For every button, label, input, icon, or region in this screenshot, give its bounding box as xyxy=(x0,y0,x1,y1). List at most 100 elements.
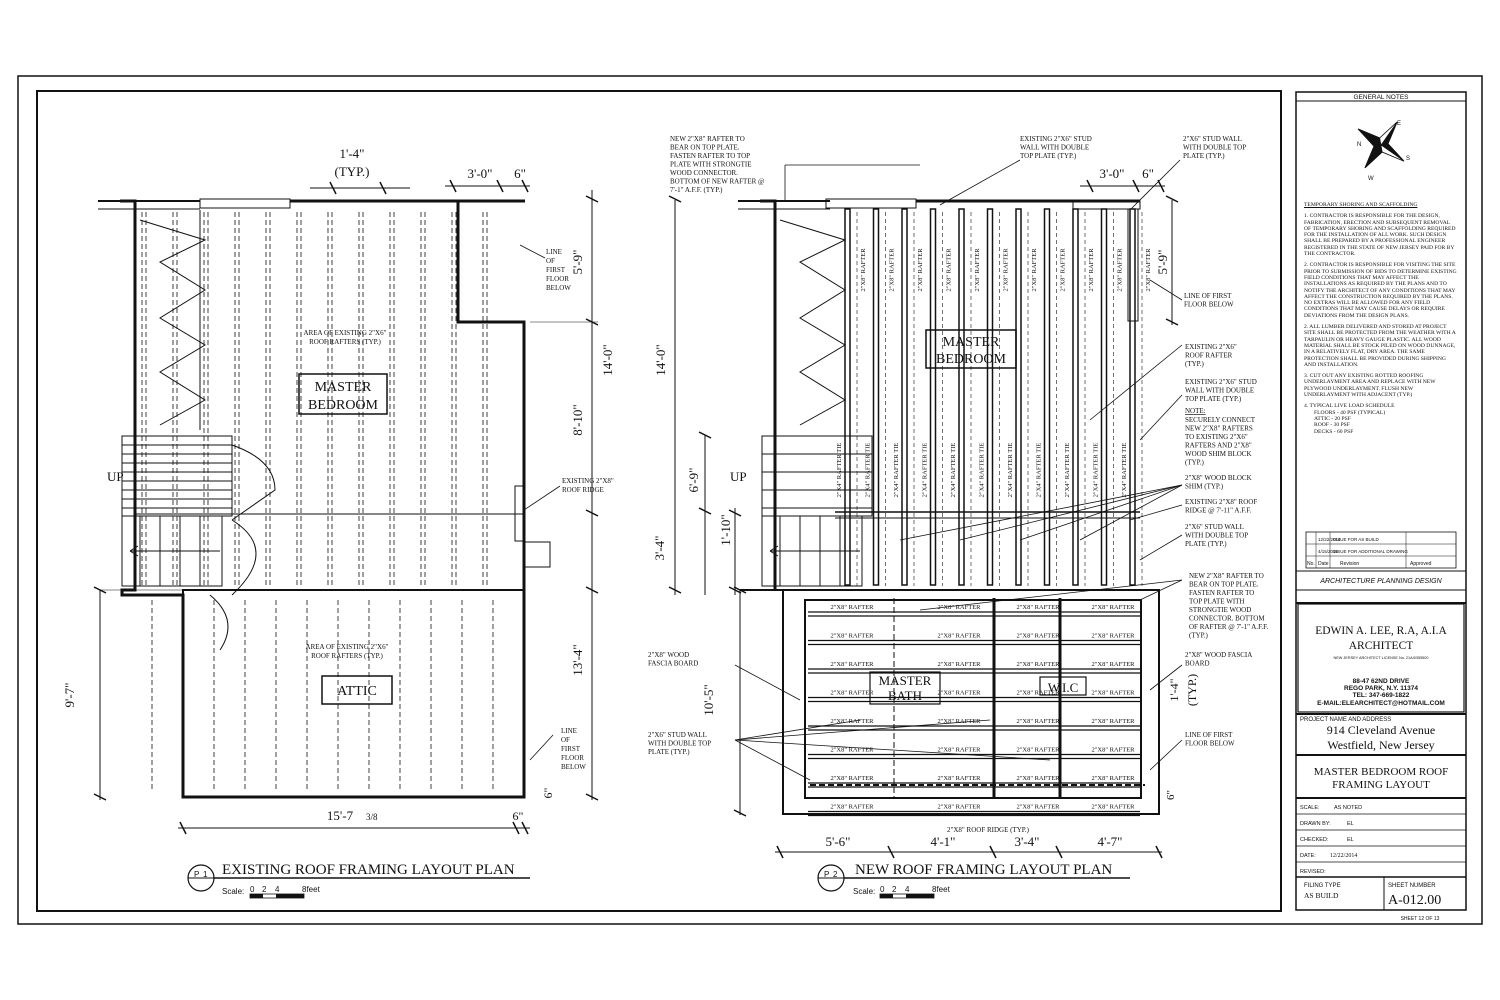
note-existing-stud-wall: EXISTING 2"X6" STUD xyxy=(1020,135,1092,143)
note-new-rafter-bear: FASTEN RAFTER TO TOP xyxy=(670,152,750,160)
ex-line-first-floor-note: LINE xyxy=(546,248,562,256)
new-rafter-label: 2"X8" RAFTER xyxy=(1091,718,1135,725)
note-securely-connect: WOOD SHIM BLOCK xyxy=(1185,450,1252,458)
note-securely-connect: (TYP.) xyxy=(1185,459,1205,467)
scale-value: AS NOTED xyxy=(1334,805,1362,811)
new-rafter-label: 2"X8" RAFTER xyxy=(1016,718,1060,725)
new-dim-bottom-2: 4'-1" xyxy=(931,834,956,849)
new-rafter-label: 2"X8" RAFTER xyxy=(1145,248,1152,292)
ex-line-first-floor-note: FLOOR xyxy=(561,754,584,762)
ex-scale-label: Scale: xyxy=(222,887,244,896)
new-rafter-label: 2"X8" RAFTER xyxy=(1016,747,1060,754)
note-new-rafter-bear: WOOD CONNECTOR. xyxy=(670,169,738,177)
new-dim-left-4: 3'-4" xyxy=(652,536,667,561)
compass-e: E xyxy=(1397,121,1401,127)
note-existing-rafter: EXISTING 2"X6" xyxy=(1185,343,1237,351)
ex-dim-typ: 1'-4" xyxy=(340,146,365,161)
note-existing-stud-wall-2: WALL WITH DOUBLE xyxy=(1185,387,1254,395)
note-existing-stud-wall: WALL WITH DOUBLE xyxy=(1020,144,1089,152)
ex-room-attic: ATTIC xyxy=(337,684,377,699)
new-plan-title: NEW ROOF FRAMING LAYOUT PLAN xyxy=(855,862,1112,878)
ex-dim-right-1: 5'-9" xyxy=(570,250,585,275)
new-dim-left-2: 6'-9" xyxy=(686,468,701,493)
filing-key: FILING TYPE xyxy=(1304,883,1341,889)
rev-head-rev: Revision xyxy=(1340,561,1359,567)
new-rafter-tie-label: 2"X4" RAFTER TIE xyxy=(979,443,986,498)
note-new-rafter-bear: NEW 2"X8" RAFTER TO xyxy=(670,135,745,143)
general-notes-title: GENERAL NOTES xyxy=(1353,94,1409,101)
ex-dim-typ-sub: (TYP.) xyxy=(334,164,369,179)
architect-license: NEW JERSEY ARCHITECT LICENSE No. 21AI035… xyxy=(1333,656,1428,660)
note-wood-shim: SHIM (TYP.) xyxy=(1185,483,1224,491)
new-rafter xyxy=(1015,208,1022,586)
note-wood-fascia: 2"X8" WOOD xyxy=(648,651,689,659)
new-rafter-label: 2"X8" RAFTER xyxy=(1016,633,1060,640)
note-new-rafter: FASTEN RAFTER TO xyxy=(1189,589,1254,597)
ex-dim-bottom-2: 6" xyxy=(513,809,524,823)
new-room-bath-1: MASTER xyxy=(879,673,932,688)
checked-value: EL xyxy=(1347,837,1354,843)
note-new-rafter-bear: BEAR ON TOP PLATE. xyxy=(670,144,740,152)
new-rafter-tie-label: 2"X4" RAFTER TIE xyxy=(1007,443,1014,498)
ex-room-master-2: BEDROOM xyxy=(308,398,379,413)
drawn-key: DRAWN BY: xyxy=(1300,821,1331,827)
note-new-rafter: STRONGTIE WOOD xyxy=(1189,606,1251,614)
note-existing-rafter: ROOF RAFTER xyxy=(1185,352,1233,360)
ex-area-note-1b: ROOF RAFTERS (TYP.) xyxy=(309,338,381,346)
new-scale-0: 0 xyxy=(880,885,885,894)
new-rafter-label: 2"X8" RAFTER xyxy=(946,248,953,292)
new-rafter-label: 2"X8" RAFTER xyxy=(1016,604,1060,611)
architect-name: EDWIN A. LEE, R.A, A.I.A xyxy=(1315,625,1447,637)
note-new-rafter: BEAR ON TOP PLATE. xyxy=(1189,581,1259,589)
note-new-rafter: CONNECTOR. BOTTOM xyxy=(1189,615,1265,623)
ex-scale-8: 8feet xyxy=(302,885,321,894)
new-rafter-label: 2"X8" RAFTER xyxy=(1091,661,1135,668)
new-rafter-label: 2"X8" RAFTER xyxy=(1031,248,1038,292)
new-dim-top-b: 6" xyxy=(1142,166,1154,181)
new-rafter-tie-label: 2"X4" RAFTER TIE xyxy=(865,443,872,498)
new-room-wic: W.I.C xyxy=(1048,680,1079,695)
new-rafter-label: 2"X8" RAFTER xyxy=(889,248,896,292)
note-existing-stud-wall-2: TOP PLATE (TYP.) xyxy=(1185,395,1242,403)
new-rafter-label: 2"X8" RAFTER xyxy=(830,604,874,611)
note-stud-wall-right: PLATE (TYP.) xyxy=(1183,152,1225,160)
new-dim-bottom-3: 3'-4" xyxy=(1015,834,1040,849)
note-stud-wall: PLATE (TYP.) xyxy=(648,748,690,756)
rev-date-1: 12/22/2014 xyxy=(1318,537,1341,542)
note-new-rafter: (TYP.) xyxy=(1189,632,1209,640)
ex-dim-right-2: 14'-0" xyxy=(600,344,615,375)
ex-plan-title: EXISTING ROOF FRAMING LAYOUT PLAN xyxy=(222,862,515,878)
new-dim-bottom-4: 4'-7" xyxy=(1098,834,1123,849)
new-rafter-tie-label: 2"X4" RAFTER TIE xyxy=(950,443,957,498)
new-rafter-label: 2"X8" RAFTER xyxy=(937,661,981,668)
sheet-number-value: A-012.00 xyxy=(1388,893,1441,908)
note-stud-wall-3: 2"X6" STUD WALL xyxy=(1185,523,1244,531)
note-securely-connect: TO EXISTING 2"X6" xyxy=(1185,433,1248,441)
note-new-rafter-bear: 7'-1" A.F.F. (TYP.) xyxy=(670,186,723,194)
new-dim-right-typ-sub: (TYP.) xyxy=(1185,674,1199,706)
new-rafter xyxy=(901,208,908,586)
ex-badge-top: P xyxy=(194,870,199,879)
new-rafter-label: 2"X8" RAFTER xyxy=(1016,775,1060,782)
ex-line-first-floor-note: BELOW xyxy=(546,284,571,292)
load-3: ROOF - 30 PSF xyxy=(1314,422,1350,429)
north-arrow-icon xyxy=(1357,121,1405,169)
ex-line-first-floor-note: OF xyxy=(561,736,570,744)
architect-address-1: 88-47 62ND DRIVE xyxy=(1353,678,1410,685)
new-rafter-label: 2"X8" RAFTER xyxy=(937,775,981,782)
architect-address-2: REGO PARK, N.Y. 11374 xyxy=(1344,685,1418,692)
note-line-first-floor-2: FLOOR BELOW xyxy=(1185,740,1235,748)
ex-line-first-floor-note: BELOW xyxy=(561,763,586,771)
new-rafter-label: 2"X8" RAFTER xyxy=(1003,248,1010,292)
note-stud-wall: WITH DOUBLE TOP xyxy=(648,740,711,748)
ex-dim-right-4: 13'-4" xyxy=(570,644,585,675)
new-rafter-tie-label: 2"X4" RAFTER TIE xyxy=(1121,443,1128,498)
note-stud-wall-3: PLATE (TYP.) xyxy=(1185,540,1227,548)
note-wood-fascia-2: 2"X8" WOOD FASCIA xyxy=(1185,651,1252,659)
new-dim-top-a: 3'-0" xyxy=(1100,166,1125,181)
new-rafter xyxy=(1129,208,1136,586)
project-address-2: Westfield, New Jersey xyxy=(1327,738,1434,752)
rev-head-date: Date xyxy=(1318,561,1329,567)
rev-head-no: No. xyxy=(1307,561,1315,567)
new-rafter-label: 2"X8" RAFTER xyxy=(937,804,981,811)
